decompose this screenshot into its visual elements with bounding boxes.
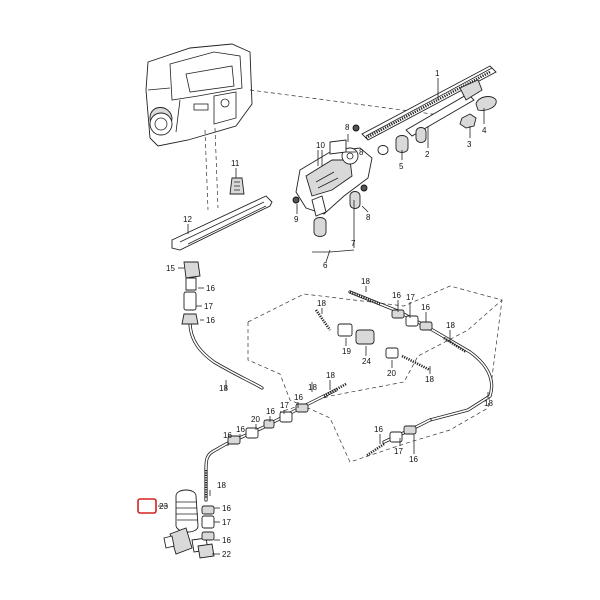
callout-18-f: 18 — [484, 399, 493, 408]
callout-16-a: 16 — [206, 284, 215, 293]
callout-16-k: 16 — [222, 504, 231, 513]
callout-18-h: 18 — [308, 383, 317, 392]
wiper-nut — [459, 113, 477, 129]
callout-5: 5 — [399, 162, 404, 171]
callout-18-a: 18 — [219, 384, 228, 393]
washer-pump — [163, 489, 209, 555]
washer-hose-middle — [314, 309, 431, 372]
brake-light-bulb — [229, 177, 245, 195]
callout-20-b: 20 — [251, 415, 260, 424]
callout-16-i: 16 — [236, 425, 245, 434]
high-level-brake-light — [171, 195, 273, 251]
callout-16-j: 16 — [223, 431, 232, 440]
callout-18-i: 18 — [217, 481, 226, 490]
selected-callout-highlight — [137, 498, 157, 514]
callout-17-a: 17 — [204, 302, 213, 311]
callout-20-a: 20 — [387, 369, 396, 378]
callout-12: 12 — [183, 215, 192, 224]
callout-18-d: 18 — [446, 321, 455, 330]
callout-22: 22 — [222, 550, 231, 559]
pump-fittings — [197, 505, 215, 559]
wiper-blade — [361, 65, 497, 141]
callout-11: 11 — [231, 159, 240, 168]
leader-dash — [249, 89, 441, 116]
callout-4: 4 — [482, 126, 487, 135]
washer-hose-right — [348, 290, 494, 422]
washer-hose-lower — [204, 382, 347, 502]
callout-7: 7 — [351, 239, 356, 248]
callout-8-a: 8 — [345, 123, 350, 132]
top-connector — [181, 261, 201, 325]
callout-16-g: 16 — [294, 393, 303, 402]
callout-8-b: 8 — [359, 148, 364, 157]
callout-numbers: 1 2 3 4 5 6 7 8 8 8 9 10 11 12 15 16 17 … — [159, 69, 493, 559]
wiper-arm-cap — [475, 96, 497, 111]
callout-1: 1 — [435, 69, 440, 78]
callout-24: 24 — [362, 357, 371, 366]
washer-hose-lower-right — [365, 418, 432, 458]
leader-dash — [247, 299, 503, 463]
callout-6: 6 — [323, 261, 328, 270]
inline-fittings-right — [391, 309, 433, 331]
wiper-motor — [295, 139, 373, 217]
leader-dash — [204, 129, 209, 211]
leader-dash — [247, 285, 503, 413]
callout-23: 23 — [159, 502, 168, 511]
callout-16-f: 16 — [409, 455, 418, 464]
callout-17-d: 17 — [280, 401, 289, 410]
callout-17-e: 17 — [222, 518, 231, 527]
wiper-arm — [405, 79, 483, 137]
callout-18-b: 18 — [361, 277, 370, 286]
motor-grommets — [292, 124, 427, 237]
leader-dash — [214, 127, 219, 209]
callout-10: 10 — [316, 141, 325, 150]
callout-19: 19 — [342, 347, 351, 356]
vehicle-rear-illustration — [145, 43, 253, 147]
leader-lines — [158, 78, 489, 555]
callout-18-c: 18 — [317, 299, 326, 308]
callout-17-c: 17 — [394, 447, 403, 456]
callout-16-b: 16 — [206, 316, 215, 325]
callout-2: 2 — [425, 150, 430, 159]
callout-16-l: 16 — [222, 536, 231, 545]
washer-hose-upper — [188, 320, 264, 390]
callout-3: 3 — [467, 140, 472, 149]
callout-18-g: 18 — [326, 371, 335, 380]
callout-9: 9 — [294, 215, 299, 224]
callout-16-d: 16 — [421, 303, 430, 312]
callout-15: 15 — [166, 264, 175, 273]
callout-16-c: 16 — [392, 291, 401, 300]
callout-16-e: 16 — [374, 425, 383, 434]
callout-16-h: 16 — [266, 407, 275, 416]
callout-17-b: 17 — [406, 293, 415, 302]
callout-8-c: 8 — [366, 213, 371, 222]
callout-18-e: 18 — [425, 375, 434, 384]
